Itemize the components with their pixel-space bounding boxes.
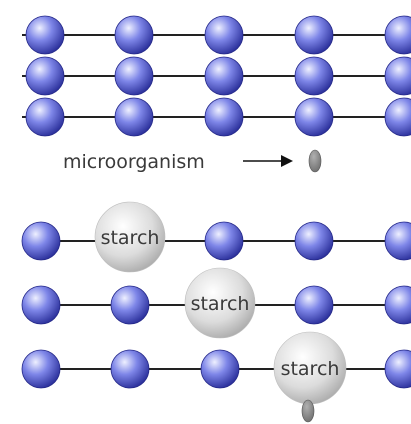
sphere-icon bbox=[110, 285, 150, 325]
microorganism-callout: microorganism bbox=[63, 149, 322, 173]
sphere-icon bbox=[21, 285, 61, 325]
sphere-icon bbox=[384, 56, 411, 96]
starch-granule-shape bbox=[94, 201, 166, 273]
sphere-icon bbox=[204, 15, 244, 55]
sphere-icon bbox=[384, 221, 411, 261]
right-arrow-icon bbox=[281, 155, 293, 167]
sphere-icon bbox=[114, 15, 154, 55]
starch-granule-shape bbox=[184, 267, 256, 339]
sphere-icon bbox=[294, 285, 334, 325]
microorganism-icon bbox=[301, 399, 315, 423]
sphere-icon bbox=[25, 56, 65, 96]
chain-row-2 bbox=[22, 56, 411, 96]
chain-row-5: starch bbox=[21, 267, 411, 339]
sphere-icon bbox=[384, 15, 411, 55]
starch-label: starch bbox=[101, 227, 160, 249]
chain-row-3 bbox=[22, 97, 411, 137]
starch-label: starch bbox=[281, 358, 340, 380]
sphere-icon bbox=[204, 221, 244, 261]
sphere-icon bbox=[384, 349, 411, 389]
chain-row-6: starch bbox=[21, 331, 411, 423]
sphere-icon bbox=[384, 285, 411, 325]
sphere-icon bbox=[204, 56, 244, 96]
sphere-icon bbox=[114, 97, 154, 137]
sphere-icon bbox=[110, 349, 150, 389]
sphere-icon bbox=[294, 56, 334, 96]
sphere-icon bbox=[25, 97, 65, 137]
sphere-icon bbox=[21, 221, 61, 261]
microorganism-icon bbox=[308, 149, 322, 173]
sphere-icon bbox=[294, 221, 334, 261]
top-chains bbox=[22, 15, 411, 137]
sphere-icon bbox=[25, 15, 65, 55]
bottom-chains: starch starch starch bbox=[21, 201, 411, 423]
chain-row-4: starch bbox=[21, 201, 411, 273]
sphere-icon bbox=[384, 97, 411, 137]
starch-granule: starch bbox=[184, 267, 256, 339]
sphere-icon bbox=[200, 349, 240, 389]
starch-label: starch bbox=[191, 293, 250, 315]
starch-granule: starch bbox=[94, 201, 166, 273]
sphere-icon bbox=[21, 349, 61, 389]
sphere-icon bbox=[114, 56, 154, 96]
sphere-icon bbox=[294, 97, 334, 137]
starch-granule: starch bbox=[273, 331, 347, 405]
microorganism-label: microorganism bbox=[63, 151, 205, 173]
chain-row-1 bbox=[22, 15, 411, 55]
sphere-icon bbox=[204, 97, 244, 137]
sphere-icon bbox=[294, 15, 334, 55]
